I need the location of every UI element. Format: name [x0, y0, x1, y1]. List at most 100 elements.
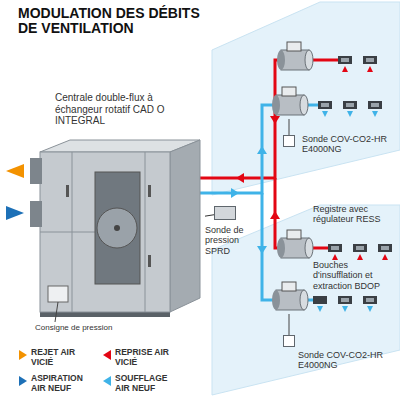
air-handling-unit-drawing [148, 255, 151, 267]
air-handling-unit-drawing [97, 208, 137, 248]
supply-diffuser [338, 296, 352, 304]
supply-diffuser [342, 306, 348, 312]
legend-swatch-shape [19, 350, 27, 360]
diffuser-vent: Bouches d'insufflation et extraction BDO… [313, 296, 327, 304]
supply-diffuser [371, 103, 379, 107]
legend-entry: ASPIRATION AIR NEUF [18, 374, 98, 398]
extract-diffuser [328, 244, 342, 252]
damper-register [272, 95, 280, 115]
air-handling-unit-drawing [148, 185, 151, 197]
legend-entry: REJET AIR VICIÉ [18, 348, 98, 372]
air-handling-unit-drawing [40, 312, 170, 317]
supply-diffuser [368, 101, 382, 117]
pressure-sensor: Sonde de pression SPRD [214, 206, 236, 220]
node-label: Bouches d'insufflation et extraction BDO… [313, 260, 395, 291]
supply-diffuser [318, 101, 332, 109]
legend-label: ASPIRATION AIR NEUF [31, 374, 91, 394]
extract-diffuser [366, 58, 374, 62]
damper-register [300, 95, 308, 115]
air-handling-unit-drawing [30, 140, 200, 322]
extract-diffuser [363, 56, 377, 64]
air-handling-unit-drawing [30, 201, 42, 227]
node-label: Sonde de pression SPRD [205, 225, 261, 256]
extract-diffuser [363, 56, 377, 72]
air-handling-unit-drawing [55, 302, 58, 322]
air-handling-unit-drawing [66, 185, 69, 197]
legend-label: REJET AIR VICIÉ [31, 348, 91, 368]
node-label: Sonde COV-CO2-HR E4000NG [298, 350, 393, 371]
supply-diffuser [367, 306, 373, 312]
air-quality-sensor: Sonde COV-CO2-HR E4000NG [283, 135, 295, 147]
legend-swatch [18, 376, 28, 386]
damper-register [287, 230, 301, 239]
node-label: Centrale double-flux à échangeur rotatif… [55, 92, 165, 127]
diagram-title: MODULATION DES DÉBITS DE VENTILATION [18, 6, 203, 37]
extract-diffuser [381, 246, 389, 250]
sensor-wire [289, 119, 290, 135]
supply-duct [262, 193, 313, 300]
air-handling-unit-drawing [145, 152, 146, 312]
legend-swatch-shape [103, 376, 111, 386]
note-label: Consigne de pression [35, 323, 125, 332]
supply-duct [200, 105, 318, 193]
supply-diffuser [363, 296, 377, 312]
sensor-wire [289, 314, 290, 335]
supply-diffuser [368, 101, 382, 109]
damper-register [277, 238, 285, 258]
extract-duct [200, 60, 338, 178]
supply-diffuser [366, 298, 374, 302]
damper-regulator: Registre avec régulateur RESS [281, 238, 309, 258]
damper-register [282, 282, 296, 291]
extract-diffuser [353, 244, 367, 260]
damper-register [272, 282, 308, 310]
air-handling-unit-drawing [40, 152, 170, 312]
air-handling-unit-drawing [114, 225, 120, 231]
supply-duct [200, 105, 318, 300]
supply-diffuser [347, 111, 353, 117]
extract-diffuser [342, 66, 348, 72]
air-flow-arrow [6, 164, 24, 178]
air-handling-unit: Centrale double-flux à échangeur rotatif… [30, 140, 205, 320]
flow-arrow [270, 116, 280, 124]
extract-diffuser [328, 244, 342, 260]
legend-label: REPRISE AIR VICIÉ [115, 348, 175, 368]
extract-diffuser [338, 56, 352, 64]
extract-diffuser [328, 56, 392, 260]
supply-diffuser [338, 296, 352, 312]
connector-line [205, 215, 214, 216]
extract-diffuser [353, 244, 367, 252]
damper-register [272, 290, 280, 310]
flow-arrow [270, 211, 280, 219]
floor-plane [212, 2, 400, 195]
extract-diffuser [332, 254, 338, 260]
supply-diffuser [372, 111, 378, 117]
extract-diffuser [341, 58, 349, 62]
air-handling-unit-drawing [48, 286, 68, 302]
flow-arrow [257, 246, 267, 254]
legend-swatch-shape [19, 376, 27, 386]
flow-arrow [231, 188, 239, 198]
supply-diffuser [346, 103, 354, 107]
air-flow-arrow [6, 206, 24, 220]
damper-register [282, 87, 296, 96]
supply-diffuser [322, 111, 328, 117]
extract-diffuser [357, 254, 363, 260]
node-label: Registre avec régulateur RESS [313, 204, 385, 225]
air-handling-unit-drawing [95, 172, 140, 284]
supply-diffuser [341, 298, 349, 302]
supply-diffuser [318, 101, 332, 117]
damper-register [277, 230, 313, 258]
air-flow-arrow [6, 164, 24, 220]
supply-diffuser [321, 103, 329, 107]
damper-register [277, 42, 313, 70]
legend-entry: SOUFFLAGE AIR NEUF [102, 374, 182, 398]
supply-diffuser [363, 296, 377, 304]
air-quality-sensor: Sonde COV-CO2-HR E4000NG [283, 335, 295, 347]
legend-swatch [102, 376, 112, 386]
floor-plane [212, 2, 400, 395]
supply-diffuser [317, 306, 323, 312]
damper-register [272, 87, 308, 115]
supply-diffuser [343, 101, 357, 109]
extract-diffuser [331, 246, 339, 250]
